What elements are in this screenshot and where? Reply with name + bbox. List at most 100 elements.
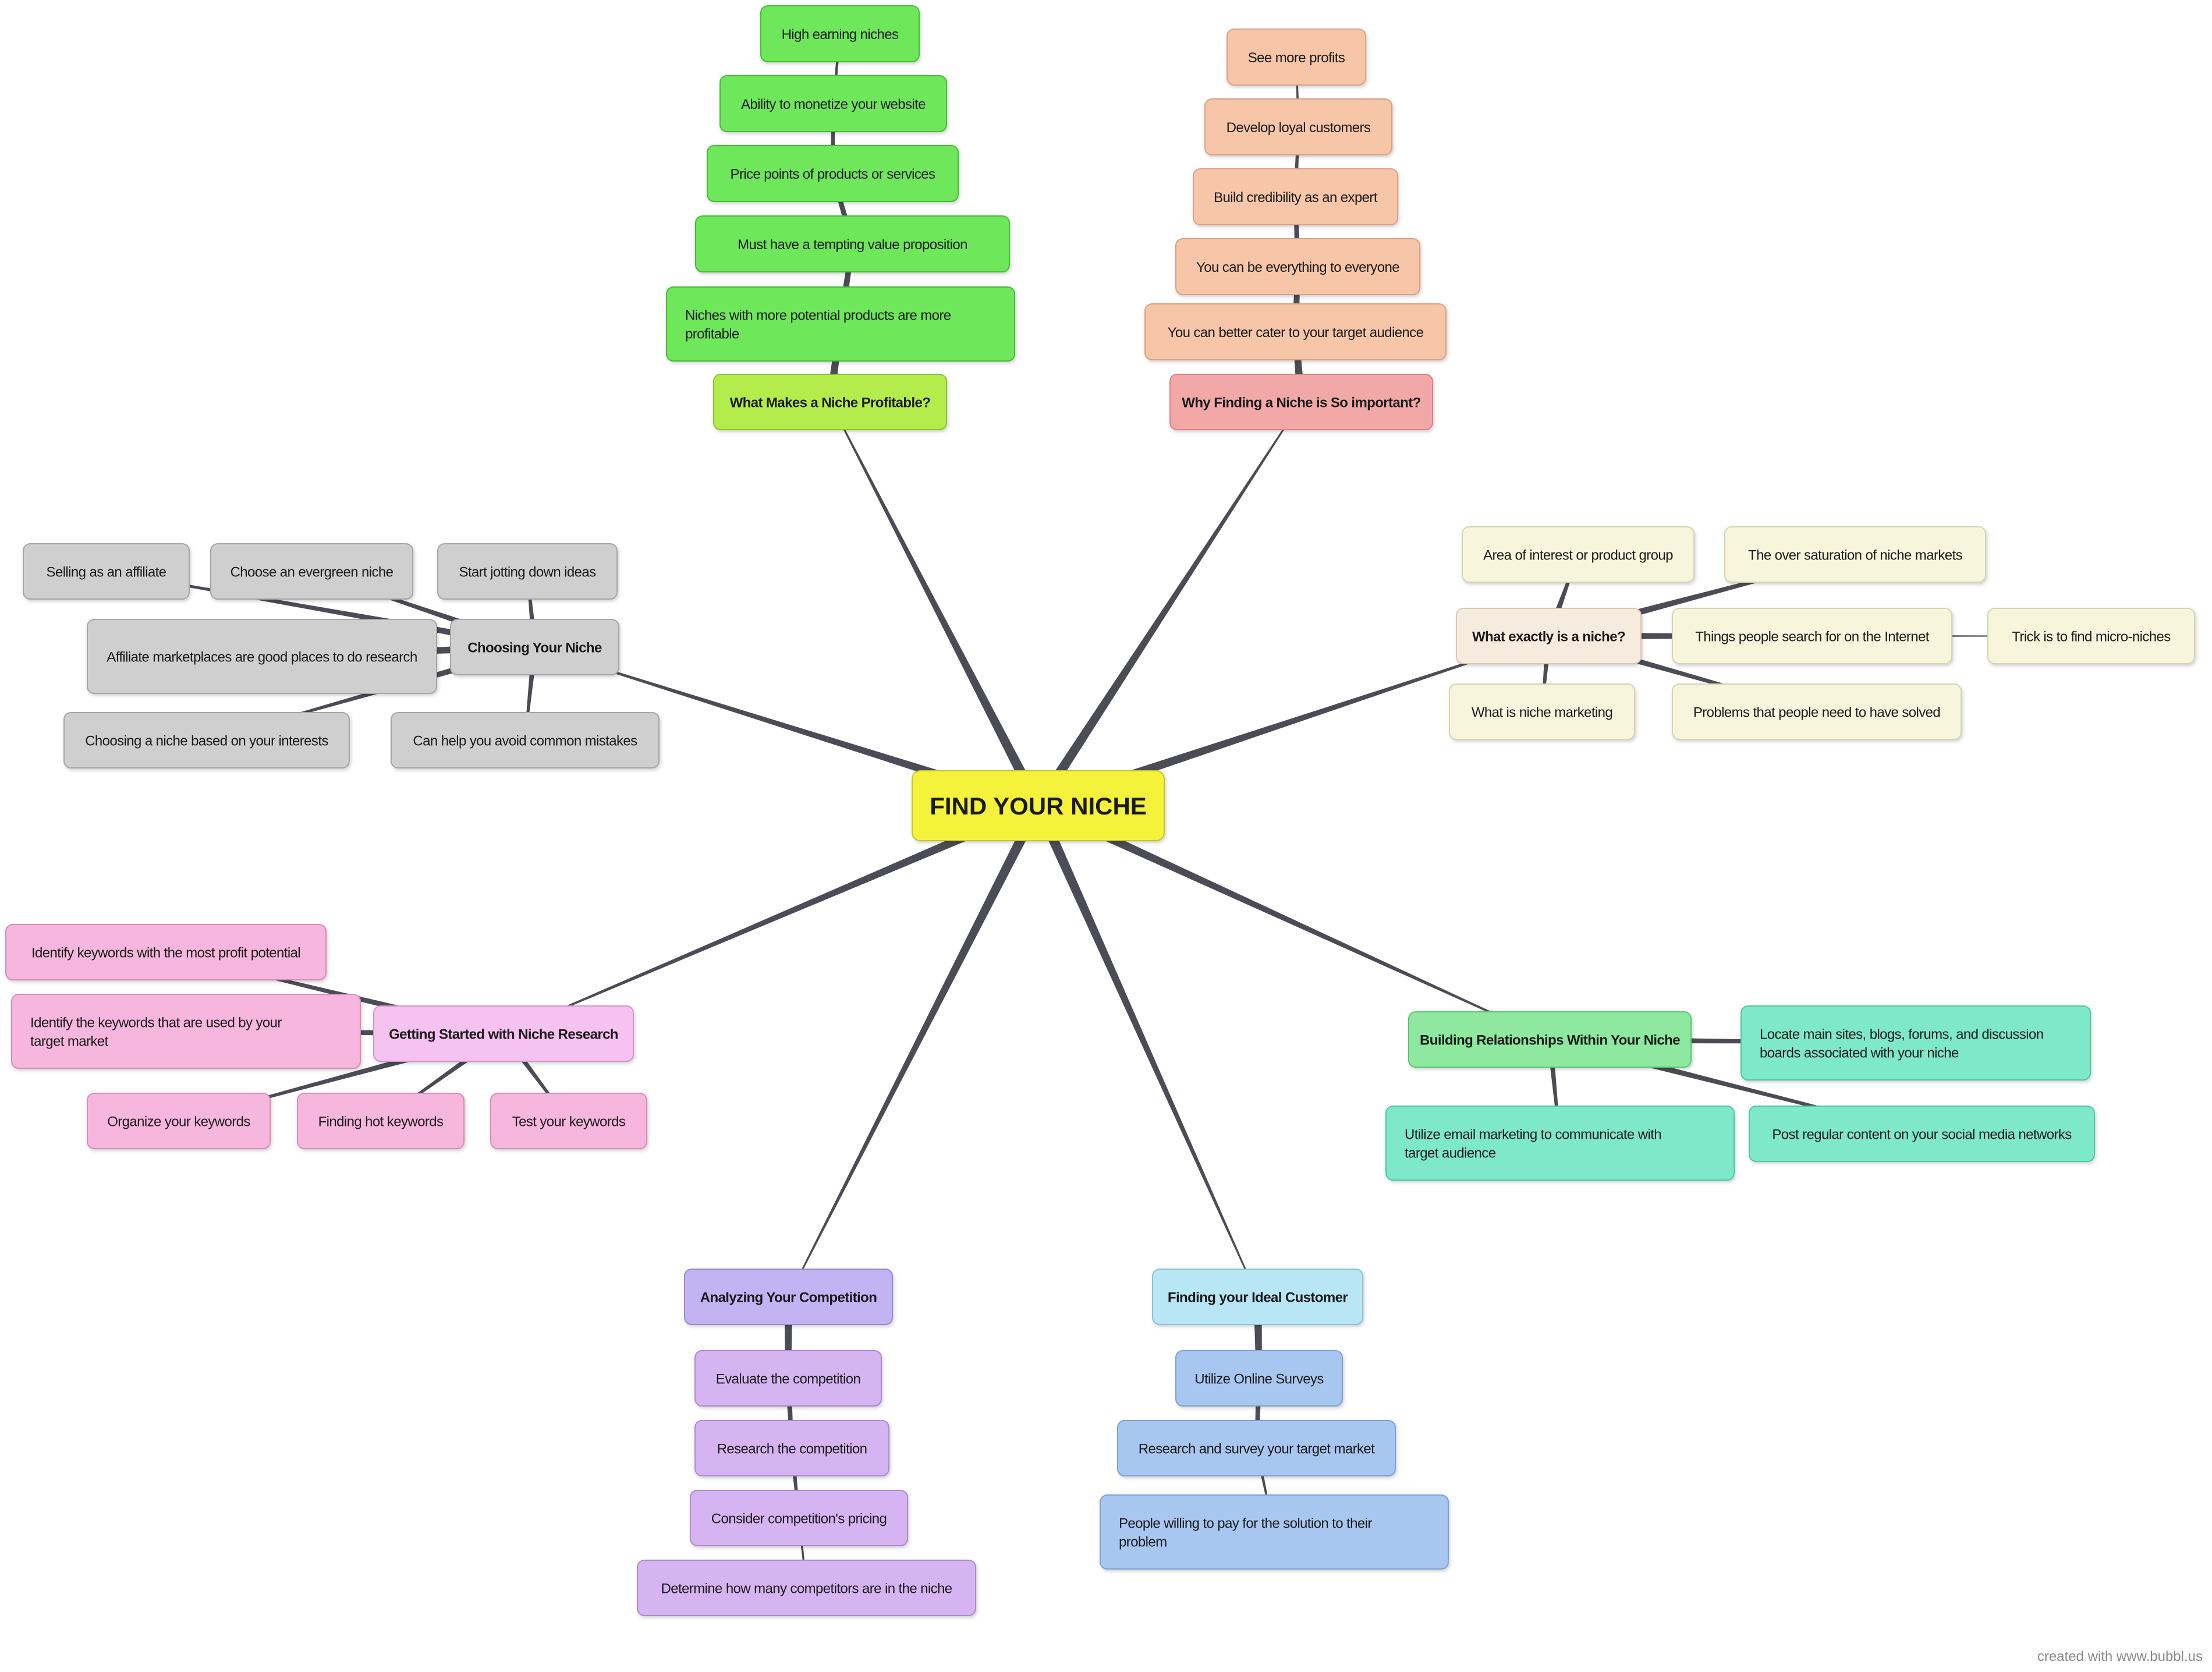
- node-r5[interactable]: Test your keywords: [490, 1093, 647, 1149]
- node-a4[interactable]: Determine how many competitors are in th…: [637, 1560, 976, 1616]
- node-w5[interactable]: Problems that people need to have solved: [1672, 683, 1962, 740]
- node-label-c2: Choose an evergreen niche: [231, 565, 394, 580]
- node-w4[interactable]: What is niche marketing: [1449, 683, 1635, 740]
- node-box-w3: [1672, 608, 1952, 664]
- node-label-w4: What is niche marketing: [1472, 705, 1612, 721]
- node-box-r3: [87, 1093, 271, 1149]
- connector-center-important: [1034, 402, 1302, 809]
- node-label-b3: Post regular content on your social medi…: [1772, 1127, 2072, 1143]
- node-layer: FIND YOUR NICHE What Makes a Niche Profit…: [5, 5, 2195, 1616]
- node-label-a4: Determine how many competitors are in th…: [661, 1581, 952, 1597]
- node-p2[interactable]: Must have a tempting value proposition: [695, 215, 1010, 272]
- node-box-r1: [5, 924, 327, 980]
- node-c6[interactable]: Can help you avoid common mistakes: [391, 712, 660, 768]
- node-whatniche[interactable]: What exactly is a niche?: [1456, 608, 1642, 664]
- node-label-customer: Finding your Ideal Customer: [1168, 1290, 1348, 1306]
- node-a1[interactable]: Evaluate the competition: [694, 1350, 882, 1407]
- node-label-f2: Research and survey your target market: [1139, 1441, 1375, 1457]
- node-w1[interactable]: Area of interest or product group: [1462, 526, 1695, 583]
- node-w6[interactable]: Trick is to find micro-niches: [1987, 608, 2195, 664]
- node-r1[interactable]: Identify keywords with the most profit p…: [5, 924, 327, 980]
- node-f2[interactable]: Research and survey your target market: [1117, 1420, 1396, 1476]
- bubbl-credit[interactable]: created with www.bubbl.us: [2037, 1649, 2203, 1664]
- node-box-a4: [637, 1560, 976, 1616]
- node-box-f3: [1100, 1494, 1449, 1570]
- node-box-w1: [1462, 526, 1695, 583]
- node-c3[interactable]: Start jotting down ideas: [437, 543, 618, 600]
- node-label-w5: Problems that people need to have solved: [1693, 705, 1940, 721]
- node-i4[interactable]: Develop loyal customers: [1204, 98, 1392, 155]
- node-p5[interactable]: High earning niches: [760, 5, 920, 62]
- node-w2[interactable]: The over saturation of niche markets: [1724, 526, 1986, 583]
- node-box-profitable: [713, 374, 947, 430]
- node-box-p2: [695, 215, 1010, 272]
- node-label-r3: Organize your keywords: [107, 1114, 250, 1130]
- node-box-i4: [1204, 98, 1392, 155]
- node-label-p4: Ability to monetize your website: [741, 97, 926, 112]
- node-label-competition: Analyzing Your Competition: [700, 1290, 877, 1306]
- node-box-w2: [1724, 526, 1986, 583]
- node-box-choosing: [450, 619, 619, 675]
- node-box-c2: [210, 543, 413, 600]
- node-relationships[interactable]: Building Relationships Within Your Niche: [1408, 1011, 1692, 1068]
- node-label-r5: Test your keywords: [512, 1114, 626, 1130]
- node-i2[interactable]: You can be everything to everyone: [1175, 238, 1420, 295]
- node-center[interactable]: FIND YOUR NICHE: [912, 770, 1165, 841]
- node-r3[interactable]: Organize your keywords: [87, 1093, 271, 1149]
- node-i3[interactable]: Build credibility as an expert: [1193, 168, 1398, 225]
- node-label-p3: Price points of products or services: [731, 167, 935, 182]
- node-box-a2: [694, 1420, 889, 1476]
- connector-center-profitable: [830, 402, 1043, 809]
- node-label-center: FIND YOUR NICHE: [930, 792, 1147, 820]
- node-b2[interactable]: Utilize email marketing to communicate w…: [1385, 1106, 1735, 1181]
- node-box-c3: [437, 543, 618, 600]
- node-box-b2: [1385, 1106, 1735, 1181]
- node-c5[interactable]: Choosing a niche based on your interests: [63, 712, 350, 768]
- node-box-i2: [1175, 238, 1420, 295]
- node-a2[interactable]: Research the competition: [694, 1420, 889, 1476]
- node-label-choosing: Choosing Your Niche: [467, 640, 602, 656]
- node-box-w5: [1672, 683, 1962, 740]
- node-box-a3: [690, 1490, 908, 1546]
- node-profitable[interactable]: What Makes a Niche Profitable?: [713, 374, 947, 430]
- node-label-w6: Trick is to find micro-niches: [2012, 629, 2171, 645]
- node-b3[interactable]: Post regular content on your social medi…: [1749, 1106, 2095, 1162]
- node-box-i5: [1226, 29, 1366, 86]
- node-a3[interactable]: Consider competition's pricing: [690, 1490, 908, 1546]
- node-label-w3: Things people search for on the Internet: [1695, 629, 1930, 645]
- node-competition[interactable]: Analyzing Your Competition: [684, 1269, 893, 1325]
- connector-center-choosing: [534, 646, 1040, 810]
- node-w3[interactable]: Things people search for on the Internet: [1672, 608, 1952, 664]
- connector-center-customer: [1033, 803, 1259, 1297]
- node-p3[interactable]: Price points of products or services: [707, 145, 959, 202]
- node-b1[interactable]: Locate main sites, blogs, forums, and di…: [1740, 1005, 2091, 1081]
- node-box-important: [1169, 374, 1433, 430]
- node-box-c4: [87, 619, 437, 694]
- node-p4[interactable]: Ability to monetize your website: [719, 75, 947, 132]
- node-c2[interactable]: Choose an evergreen niche: [210, 543, 413, 600]
- node-f1[interactable]: Utilize Online Surveys: [1175, 1350, 1343, 1407]
- node-i5[interactable]: See more profits: [1226, 29, 1366, 86]
- node-important[interactable]: Why Finding a Niche is So important?: [1169, 374, 1433, 430]
- node-p1[interactable]: Niches with more potential products are …: [666, 286, 1015, 362]
- node-choosing[interactable]: Choosing Your Niche: [450, 619, 619, 675]
- node-c4[interactable]: Affiliate marketplaces are good places t…: [87, 619, 437, 694]
- node-r4[interactable]: Finding hot keywords: [297, 1093, 465, 1149]
- node-c1[interactable]: Selling as an affiliate: [23, 543, 190, 600]
- node-box-p4: [719, 75, 947, 132]
- node-research[interactable]: Getting Started with Niche Research: [373, 1005, 634, 1062]
- node-box-r5: [490, 1093, 647, 1149]
- node-i1[interactable]: You can better cater to your target audi…: [1144, 303, 1447, 360]
- node-r2[interactable]: Identify the keywords that are used by y…: [11, 994, 361, 1069]
- connector-center-competition: [788, 803, 1043, 1297]
- node-label-b2: Utilize email marketing to communicate w…: [1405, 1127, 1661, 1161]
- node-f3[interactable]: People willing to pay for the solution t…: [1100, 1494, 1449, 1570]
- node-label-p1: Niches with more potential products are …: [685, 308, 951, 342]
- node-box-w4: [1449, 683, 1635, 740]
- node-customer[interactable]: Finding your Ideal Customer: [1152, 1269, 1363, 1325]
- node-label-c6: Can help you avoid common mistakes: [413, 734, 637, 749]
- node-label-important: Why Finding a Niche is So important?: [1182, 395, 1420, 411]
- node-label-c5: Choosing a niche based on your interests: [85, 734, 328, 749]
- node-label-a3: Consider competition's pricing: [711, 1511, 887, 1527]
